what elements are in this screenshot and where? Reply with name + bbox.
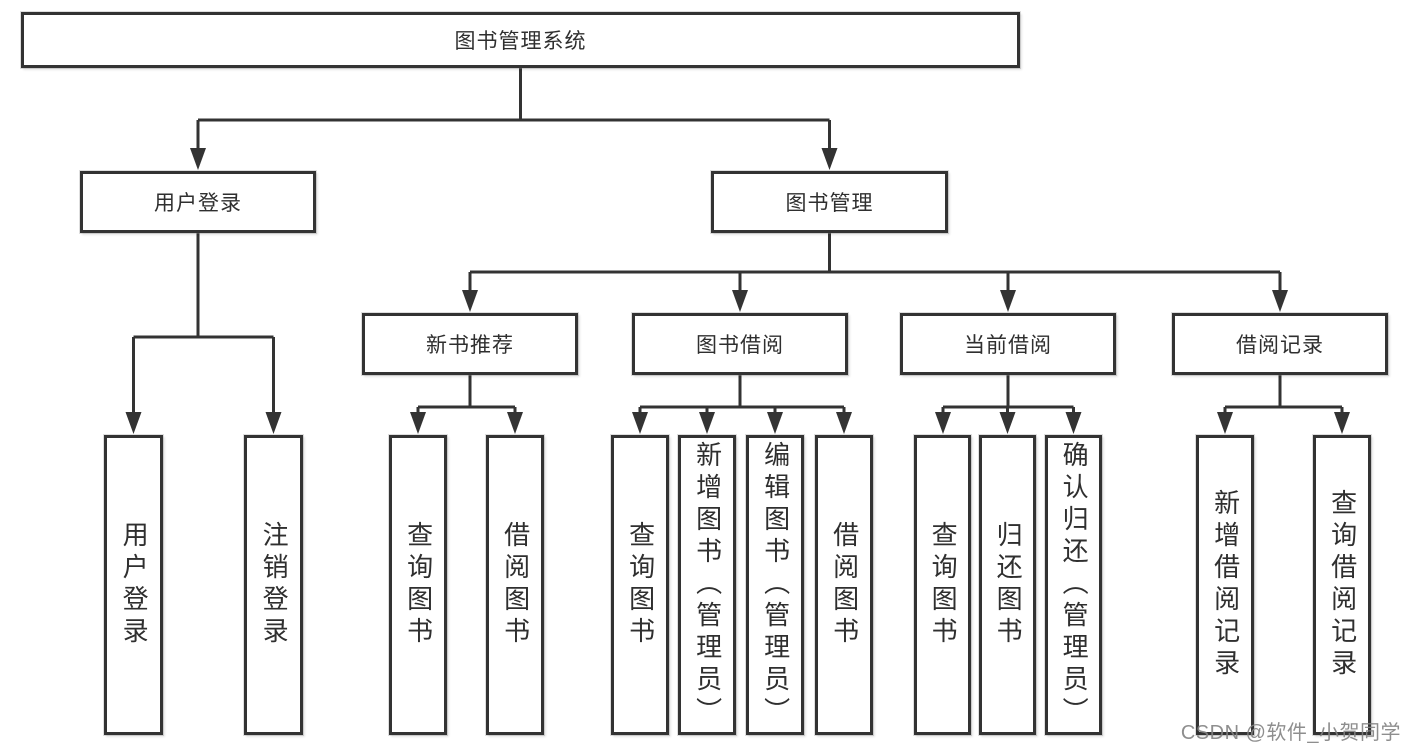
connector-records-to-leaves [1223, 375, 1344, 416]
node-book-borrow: 图书借阅 [632, 313, 848, 375]
arrow-down-icon [1065, 412, 1082, 434]
node-label: 用户登录 [119, 521, 150, 649]
leaf-borrow-add-books-admin: 新增图书（管理员） [678, 435, 736, 735]
arrow-down-icon [821, 148, 838, 170]
leaf-borrow-borrow-books: 借阅图书 [815, 435, 873, 735]
node-label: 查询图书 [625, 521, 656, 649]
arrow-down-icon [462, 290, 478, 312]
leaf-records-add-record: 新增借阅记录 [1196, 435, 1254, 735]
connector-book-mgmt-to-level3 [468, 233, 1282, 294]
arrow-down-icon [699, 412, 715, 434]
arrow-down-icon [767, 412, 783, 434]
node-label: 当前借阅 [964, 334, 1052, 357]
leaf-current-return-books: 归还图书 [979, 435, 1036, 735]
arrow-down-icon [1000, 290, 1016, 312]
arrow-down-icon [732, 290, 748, 312]
arrow-down-icon [265, 412, 282, 434]
arrow-down-icon [1272, 290, 1288, 312]
node-label: 新增借阅记录 [1210, 489, 1241, 681]
leaf-records-query-record: 查询借阅记录 [1313, 435, 1371, 735]
node-label: 注销登录 [259, 521, 290, 649]
arrow-down-icon [410, 412, 426, 434]
arrow-down-icon [632, 412, 648, 434]
node-label: 查询图书 [928, 521, 959, 649]
arrow-down-icon [507, 412, 523, 434]
leaf-recommend-query-books: 查询图书 [389, 435, 447, 735]
node-label: 图书管理系统 [454, 30, 587, 53]
arrow-down-icon [190, 148, 206, 170]
node-root-system: 图书管理系统 [21, 12, 1020, 68]
node-label: 归还图书 [993, 521, 1024, 649]
arrow-down-icon [1334, 412, 1350, 434]
connector-current-to-leaves [941, 375, 1075, 416]
node-user-login: 用户登录 [80, 171, 316, 233]
leaf-recommend-borrow-books: 借阅图书 [486, 435, 544, 735]
node-label: 查询借阅记录 [1327, 489, 1358, 681]
node-label: 查询图书 [403, 521, 434, 649]
arrow-down-icon [999, 412, 1016, 434]
node-label: 借阅图书 [829, 521, 860, 649]
node-new-book-recommend: 新书推荐 [362, 313, 578, 375]
node-label: 新增图书（管理员） [692, 441, 723, 729]
arrow-down-icon [125, 412, 142, 434]
connector-recommend-to-leaves [416, 375, 517, 416]
leaf-current-confirm-return-admin: 确认归还（管理员） [1045, 435, 1102, 735]
watermark: CSDN @软件_小贺同学 [1180, 722, 1401, 744]
node-label: 用户登录 [154, 192, 242, 215]
node-label: 图书管理 [785, 192, 874, 215]
connector-borrow-to-leaves [638, 375, 846, 416]
node-borrow-records: 借阅记录 [1172, 313, 1388, 375]
arrow-down-icon [935, 412, 951, 434]
leaf-user-login: 用户登录 [104, 435, 163, 735]
arrow-down-icon [1217, 412, 1233, 434]
leaf-logout: 注销登录 [244, 435, 303, 735]
node-label: 借阅图书 [500, 521, 531, 649]
connector-root-to-level2 [196, 68, 831, 152]
leaf-borrow-query-books: 查询图书 [611, 435, 669, 735]
connector-user-login-to-leaves [132, 233, 275, 416]
node-label: 新书推荐 [426, 334, 514, 357]
node-label: 图书借阅 [696, 334, 784, 357]
node-label: 编辑图书（管理员） [760, 441, 791, 729]
arrow-down-icon [836, 412, 852, 434]
leaf-current-query-books: 查询图书 [914, 435, 971, 735]
leaf-borrow-edit-books-admin: 编辑图书（管理员） [746, 435, 804, 735]
node-label: 确认归还（管理员） [1059, 441, 1090, 729]
node-label: 借阅记录 [1236, 334, 1324, 357]
node-book-management: 图书管理 [711, 171, 948, 233]
node-current-borrow: 当前借阅 [900, 313, 1116, 375]
